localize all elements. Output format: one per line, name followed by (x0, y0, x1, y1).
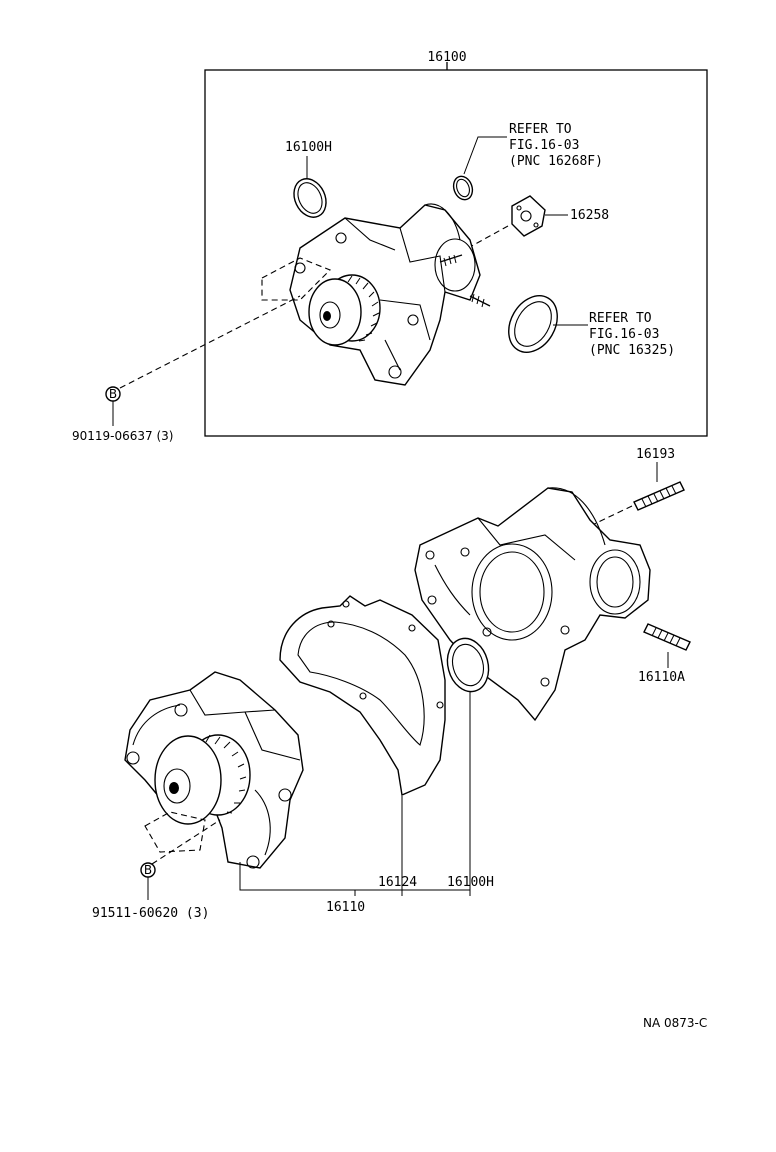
bolt-glyph-bottom: B (144, 863, 152, 877)
refer-top-line3: (PNC 16268F) (509, 154, 603, 169)
label-bolt-top[interactable]: 90119-06637 (3) (72, 429, 174, 443)
stud-16193[interactable] (633, 481, 685, 511)
stud-upper-a[interactable] (439, 254, 463, 267)
water-pump-assembly-upper[interactable] (261, 203, 481, 386)
refer-top-line2: FIG.16-03 (509, 138, 579, 153)
o-ring-16268f[interactable] (450, 174, 475, 203)
label-bolt-bottom[interactable]: 91511-60620 (3) (92, 906, 209, 921)
dashed-plate-guide (467, 225, 509, 249)
figure-code: NA 0873-C (643, 1016, 707, 1030)
dashed-bolt-top-guide (119, 295, 301, 389)
label-16100[interactable]: 16100 (427, 50, 466, 65)
dashed-bolt-bottom-guide (151, 819, 221, 865)
bolt-glyph-top: B (109, 387, 117, 401)
stud-upper-b[interactable] (469, 293, 491, 308)
gasket-16124[interactable] (279, 595, 446, 797)
label-16258[interactable]: 16258 (570, 208, 609, 223)
label-16124[interactable]: 16124 (378, 875, 417, 890)
dashed-stud-16193-guide (589, 505, 633, 527)
stud-16110a[interactable] (643, 623, 691, 651)
gasket-plate-16258[interactable] (511, 195, 546, 237)
leader-refer-top (463, 136, 507, 175)
label-16110a[interactable]: 16110A (638, 670, 685, 685)
assembly-box-16100 (204, 69, 708, 437)
refer-mid-line3: (PNC 16325) (589, 343, 675, 358)
refer-mid-line2: FIG.16-03 (589, 327, 659, 342)
label-16100h-lower[interactable]: 16100H (447, 875, 494, 890)
label-16100h-top[interactable]: 16100H (285, 140, 332, 155)
pump-housing[interactable] (414, 487, 651, 722)
o-ring-16100h-top[interactable] (288, 174, 332, 223)
refer-mid-line1: REFER TO (589, 311, 652, 326)
seal-ring-16325[interactable] (499, 287, 567, 361)
label-16110[interactable]: 16110 (326, 900, 365, 915)
refer-top-line1: REFER TO (509, 122, 572, 137)
label-16193[interactable]: 16193 (636, 447, 675, 462)
water-pump-lower[interactable] (124, 671, 304, 869)
o-ring-16100h-lower[interactable] (442, 634, 495, 697)
